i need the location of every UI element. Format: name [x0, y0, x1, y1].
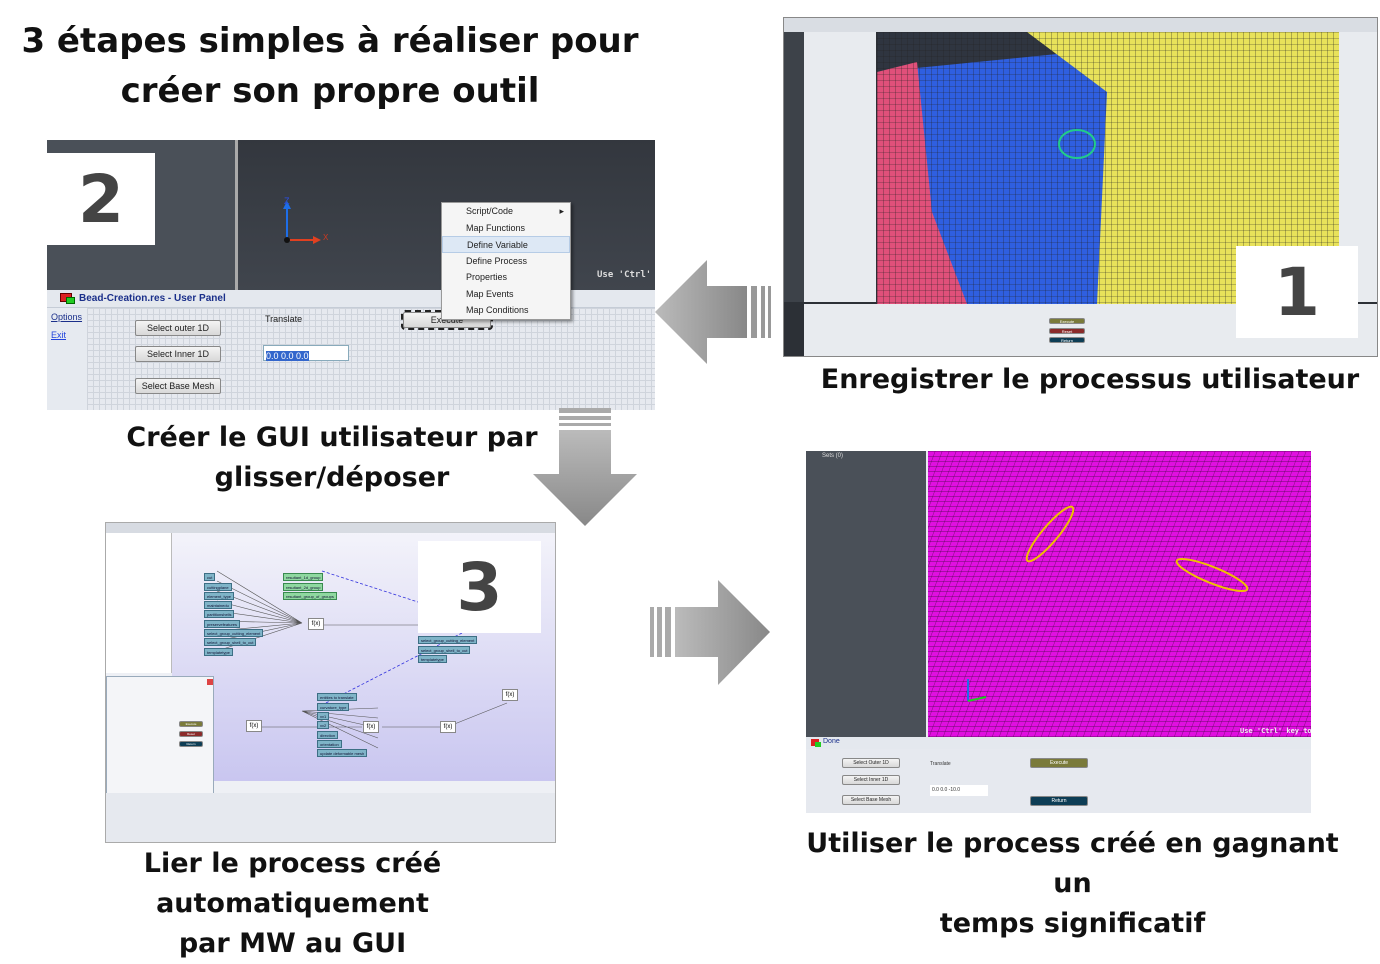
toolbox-window: Execute Reset Return — [106, 676, 214, 806]
select-inner-1d-button[interactable]: Select Inner 1D — [842, 775, 900, 785]
panel-header: Done — [806, 737, 1311, 749]
select-base-mesh-button[interactable]: Select Base Mesh — [842, 795, 900, 805]
process-node[interactable]: element_type — [204, 592, 235, 600]
process-node[interactable]: maintainedu — [204, 601, 232, 609]
execute-button[interactable]: Execute — [179, 721, 203, 727]
translate-input[interactable]: 0.0 0.0 -10.0 — [930, 785, 988, 796]
axis-z-label: Z — [284, 196, 290, 206]
process-node[interactable]: select_group_shell_to_cut — [418, 646, 471, 654]
viewport-hint: Use 'Ctrl' — [597, 270, 652, 280]
arrow-down-icon — [533, 408, 637, 526]
title-line-2: créer son propre outil — [120, 71, 540, 111]
select-outer-1d-button[interactable]: Select outer 1D — [135, 320, 221, 336]
options-sidebar: Options Exit — [47, 308, 87, 410]
function-tree — [106, 533, 172, 673]
panel-title: Done — [823, 738, 840, 745]
return-button[interactable]: Return — [179, 741, 203, 747]
step4-caption: Utiliser le process créé en gagnant un t… — [790, 824, 1355, 944]
step3-caption: Lier le process créé automatiquement par… — [20, 844, 565, 964]
process-node[interactable]: templatetype — [204, 648, 233, 656]
output-node[interactable]: resultant_1d_group — [283, 573, 324, 581]
process-node[interactable]: entities to translate — [317, 693, 357, 701]
user-panel-title: Bead-Creation.res - User Panel — [79, 293, 226, 304]
options-link[interactable]: Options — [51, 312, 83, 322]
step-number-1: 1 — [1236, 246, 1358, 338]
process-node[interactable]: direction — [317, 731, 339, 739]
process-node[interactable]: select_group_cutting_element — [204, 629, 264, 637]
process-node[interactable]: cuttingplane — [204, 583, 232, 591]
step2-caption-line1: Créer le GUI utilisateur par — [126, 422, 538, 453]
function-block[interactable]: f(x) — [363, 721, 379, 733]
execute-button[interactable]: Execute — [1049, 318, 1085, 324]
function-block[interactable]: f(x) — [502, 689, 518, 701]
menu-item-map-functions[interactable]: Map Functions — [466, 222, 526, 233]
menu-item-define-variable[interactable]: Define Variable — [442, 236, 570, 253]
translate-value: 0.0 0.0 0.0 — [266, 351, 309, 361]
close-icon[interactable] — [207, 679, 213, 685]
select-inner-1d-button[interactable]: Select Inner 1D — [135, 346, 221, 362]
menu-item-define-process[interactable]: Define Process — [466, 255, 528, 266]
model-tree — [804, 32, 876, 302]
tree-pane: Sets (0) — [806, 451, 926, 737]
process-node[interactable]: update deformable mesh — [317, 749, 368, 757]
function-block[interactable]: f(x) — [308, 618, 324, 630]
menu-item-map-conditions[interactable]: Map Conditions — [466, 305, 529, 315]
output-node[interactable]: resultant_2d_group — [283, 583, 324, 591]
process-node[interactable]: select_group_shell_to_cut — [204, 638, 257, 646]
gui-preview — [106, 793, 555, 842]
step1-caption: Enregistrer le processus utilisateur — [820, 364, 1360, 395]
process-node[interactable]: orientation — [317, 740, 342, 748]
step2-caption: Créer le GUI utilisateur par glisser/dép… — [97, 418, 567, 498]
process-node[interactable]: xv2 — [317, 721, 330, 729]
process-node[interactable]: preservefeatures — [204, 620, 241, 628]
page-title: 3 étapes simples à réaliser pour créer s… — [20, 16, 640, 116]
process-node[interactable]: templatetype — [418, 655, 447, 663]
title-line-1: 3 étapes simples à réaliser pour — [21, 21, 639, 61]
arrow-left-icon — [655, 260, 771, 364]
function-block[interactable]: f(x) — [246, 720, 262, 732]
step4-screenshot: Sets (0) Use 'Ctrl' key to Done Select O… — [806, 451, 1311, 813]
mesh-viewport: Use 'Ctrl' key to — [928, 451, 1311, 737]
step2-caption-line2: glisser/déposer — [214, 462, 450, 493]
translate-label: Translate — [930, 761, 951, 767]
axis-x-label: X — [323, 233, 329, 242]
arrow-right-icon — [650, 580, 770, 685]
step-number-2: 2 — [47, 153, 155, 245]
reset-button[interactable]: Reset — [179, 731, 203, 737]
output-node[interactable]: resultant_group_of_groups — [283, 592, 337, 600]
axis-triad-icon — [283, 201, 321, 244]
step-number-3: 3 — [418, 541, 541, 633]
select-base-mesh-button[interactable]: Select Base Mesh — [135, 378, 221, 394]
toolbar — [784, 18, 1377, 32]
process-node[interactable]: curvature_type — [317, 703, 350, 711]
select-outer-1d-button[interactable]: Select Outer 1D — [842, 758, 900, 768]
function-block[interactable]: f(x) — [440, 721, 456, 733]
toolbar — [106, 523, 555, 533]
step4-caption-line1: Utiliser le process créé en gagnant un — [806, 828, 1339, 899]
translate-input[interactable]: 0.0 0.0 0.0 — [263, 345, 349, 361]
step1-screenshot: Execute Reset Return — [783, 17, 1378, 357]
sets-label: Sets (0) — [822, 453, 844, 459]
step4-caption-line2: temps significatif — [939, 908, 1206, 939]
process-node[interactable]: xv1 — [317, 712, 330, 720]
design-canvas: Select outer 1D Select Inner 1D Select B… — [87, 308, 655, 410]
menu-item-map-events[interactable]: Map Events — [466, 288, 514, 299]
menu-item-properties[interactable]: Properties — [466, 272, 508, 282]
process-node[interactable]: partitionshells — [204, 610, 235, 618]
process-node[interactable]: select_group_cutting_element — [418, 636, 478, 644]
step3-caption-line1: Lier le process créé automatiquement — [143, 848, 442, 919]
process-node[interactable]: cut — [204, 573, 216, 581]
context-menu: Script/Code▸ Map Functions Define Variab… — [441, 202, 571, 320]
menu-item-script-code[interactable]: Script/Code▸ — [466, 206, 564, 216]
viewport-hint: Use 'Ctrl' key to — [1240, 727, 1311, 735]
return-button[interactable]: Return — [1049, 337, 1085, 343]
step3-caption-line2: par MW au GUI — [178, 928, 407, 959]
translate-label: Translate — [265, 314, 303, 324]
return-button[interactable]: Return — [1030, 796, 1088, 806]
step2-screenshot: Z X Use 'Ctrl' Bead-Creation.res - User … — [47, 140, 655, 410]
execute-button[interactable]: Execute — [1030, 758, 1088, 768]
reset-button[interactable]: Reset — [1049, 328, 1085, 334]
exit-link[interactable]: Exit — [51, 330, 67, 340]
